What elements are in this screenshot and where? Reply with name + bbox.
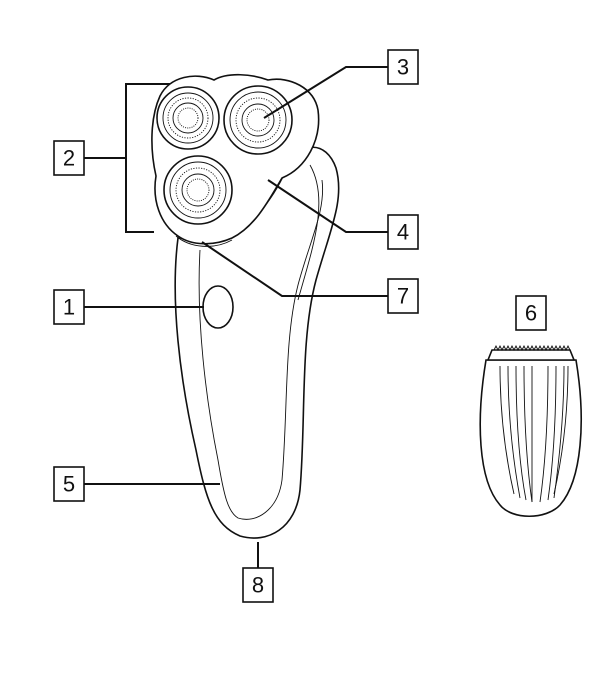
callout-6: 6 (515, 295, 547, 331)
leader-line-4 (267, 179, 388, 233)
callout-5: 5 (53, 466, 85, 502)
callout-7-label: 7 (397, 284, 409, 309)
callout-7: 7 (387, 278, 419, 314)
callout-1: 1 (53, 289, 85, 325)
shaving-unit-bottom (163, 155, 233, 225)
trimmer-ribs (499, 365, 569, 503)
leader-line-2 (84, 83, 170, 233)
callout-3: 3 (387, 49, 419, 85)
callout-4-label: 4 (397, 220, 409, 245)
callout-4: 4 (387, 214, 419, 250)
callout-8: 8 (242, 567, 274, 603)
shaving-unit-top-left (156, 86, 220, 150)
shaver-handle-inner (198, 179, 324, 520)
shaving-unit-top-right (223, 85, 293, 155)
callout-6-label: 6 (525, 301, 537, 326)
callout-1-label: 1 (63, 295, 75, 320)
leader-lines (84, 66, 388, 568)
head-rim (175, 235, 233, 247)
callout-2-label: 2 (63, 146, 75, 171)
shaver-side-edge (297, 164, 320, 301)
power-button (202, 285, 234, 329)
leader-line-3 (263, 66, 388, 119)
leader-line-7 (201, 241, 388, 297)
trimmer-comb (486, 349, 576, 361)
callout-2: 2 (53, 140, 85, 176)
trimmer-attachment (479, 344, 582, 517)
callout-8-label: 8 (252, 573, 264, 598)
trimmer-teeth (493, 344, 571, 352)
callout-3-label: 3 (397, 55, 409, 80)
callout-5-label: 5 (63, 472, 75, 497)
